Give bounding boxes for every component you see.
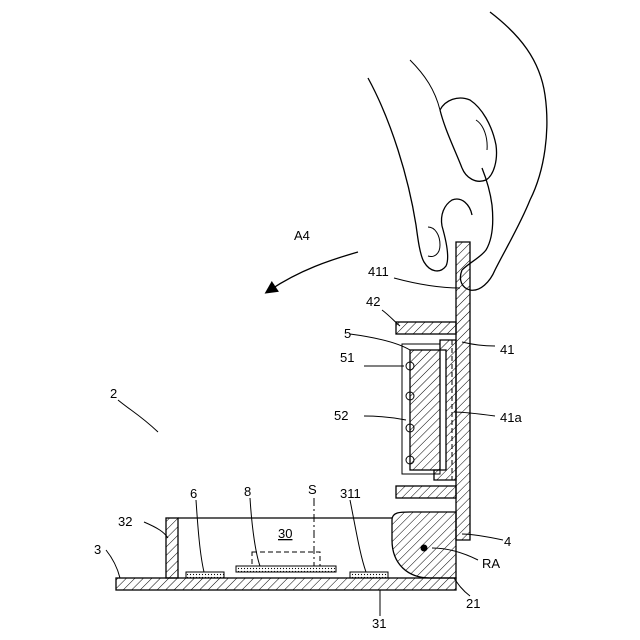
label-4: 4 xyxy=(504,534,511,549)
label-311: 311 xyxy=(340,486,361,501)
label-6: 6 xyxy=(190,486,197,501)
label-42: 42 xyxy=(366,294,380,309)
label-3: 3 xyxy=(94,542,101,557)
rotation-arrow-a4 xyxy=(270,252,358,290)
label-32: 32 xyxy=(118,514,132,529)
label-5: 5 xyxy=(344,326,351,341)
label-s: S xyxy=(308,482,317,497)
label-41: 41 xyxy=(500,342,514,357)
label-31: 31 xyxy=(372,616,386,631)
module-5 xyxy=(402,344,440,474)
label-41a: 41a xyxy=(500,410,522,425)
label-21: 21 xyxy=(466,596,480,611)
label-52: 52 xyxy=(334,408,348,423)
label-a4: A4 xyxy=(294,228,310,243)
label-8: 8 xyxy=(244,484,251,499)
label-2: 2 xyxy=(110,386,117,401)
label-ra: RA xyxy=(482,556,500,571)
hinge-block xyxy=(392,512,456,578)
label-411: 411 xyxy=(368,264,389,279)
label-30: 30 xyxy=(278,526,292,541)
label-51: 51 xyxy=(340,350,354,365)
